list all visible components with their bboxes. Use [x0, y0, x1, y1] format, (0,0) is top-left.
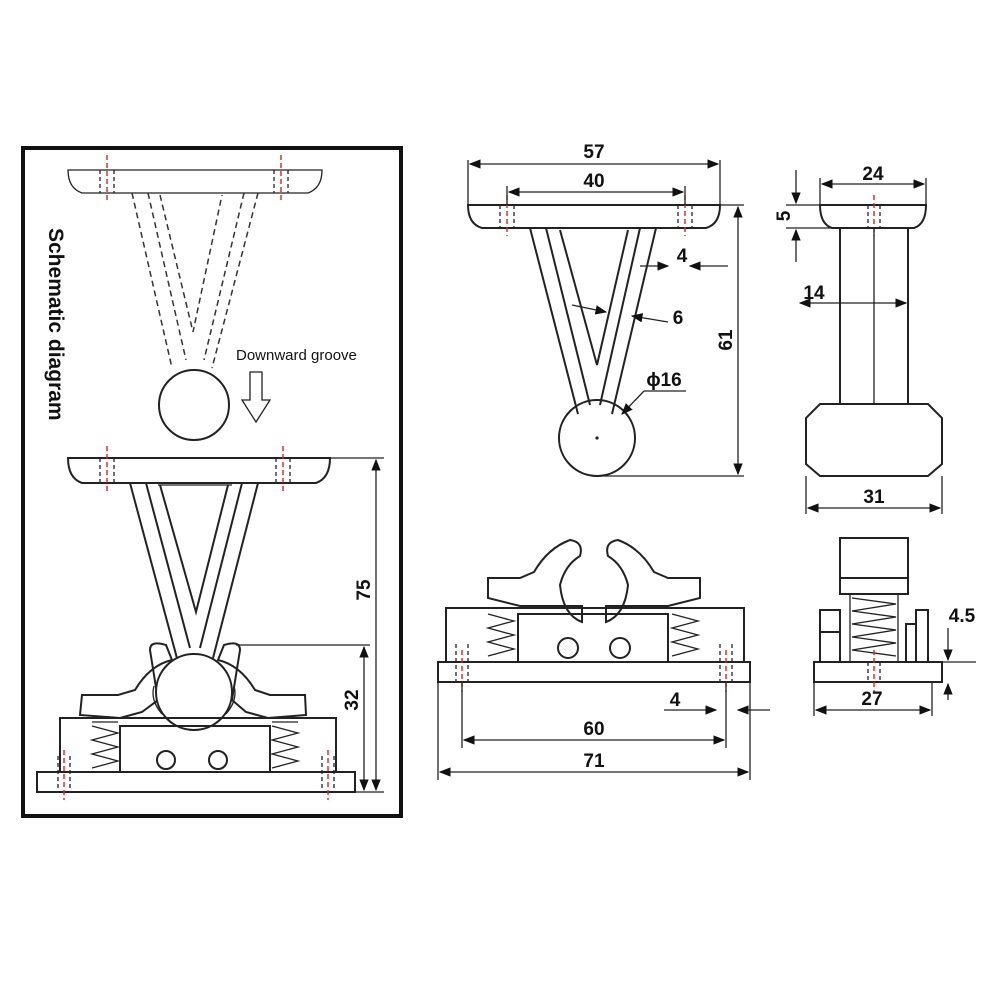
- side-view: 24 5 14 31: [774, 164, 943, 514]
- dim-75: 75: [354, 579, 375, 601]
- schematic-ball: [158, 369, 230, 441]
- schematic-dashed-holder: [67, 155, 323, 369]
- dim-4-5: 4.5: [949, 606, 976, 627]
- base-side-view: 4.5 27: [813, 537, 976, 716]
- schematic-frame: [21, 146, 403, 818]
- dim-32: 32: [342, 689, 363, 710]
- dim-40: 40: [583, 171, 604, 192]
- dim-4-wall: 4: [677, 246, 688, 267]
- schematic-assembled-holder: [66, 446, 332, 663]
- dim-27: 27: [861, 689, 882, 710]
- schematic-dimensions: 75 32: [236, 457, 384, 793]
- dim-4-base: 4: [670, 690, 681, 711]
- base-front-view: 4 60 71: [437, 538, 770, 780]
- front-view: 57 40 4 6 61 ϕ16: [466, 142, 744, 477]
- dim-6: 6: [673, 308, 684, 329]
- downward-groove-label: Downward groove: [236, 347, 357, 364]
- down-arrow-icon: [240, 371, 272, 424]
- dim-5: 5: [774, 210, 795, 221]
- dim-14: 14: [803, 283, 825, 304]
- dim-phi16: ϕ16: [646, 370, 681, 391]
- dim-57: 57: [583, 142, 604, 163]
- schematic-panel: Downward groove Schematic diagram: [21, 146, 403, 818]
- schematic-base: [36, 642, 356, 800]
- dim-61: 61: [716, 329, 737, 351]
- dim-31: 31: [863, 487, 885, 508]
- dim-24: 24: [862, 164, 884, 185]
- schematic-title: Schematic diagram: [44, 228, 67, 421]
- dim-60: 60: [583, 719, 604, 740]
- dim-71: 71: [583, 751, 605, 772]
